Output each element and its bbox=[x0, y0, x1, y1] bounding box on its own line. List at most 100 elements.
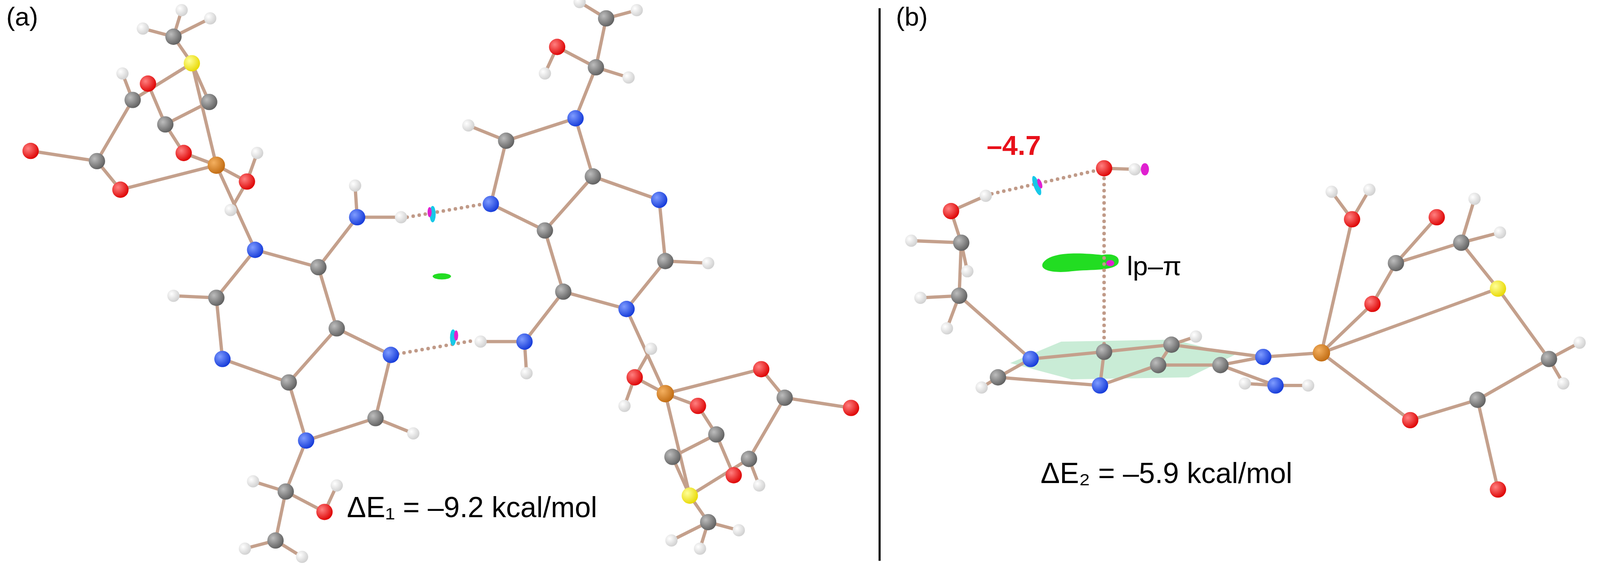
bond bbox=[1030, 352, 1105, 360]
atom bbox=[310, 259, 327, 276]
atom bbox=[644, 342, 657, 355]
atom bbox=[725, 467, 742, 484]
atom bbox=[482, 195, 499, 213]
atom bbox=[975, 381, 988, 395]
atom bbox=[740, 451, 758, 468]
energy-label: ΔE₂ = –5.9 kcal/mol bbox=[1040, 457, 1293, 491]
bond bbox=[490, 140, 506, 204]
atom bbox=[116, 67, 129, 80]
hydrogen-bond bbox=[1102, 178, 1106, 346]
atom bbox=[1325, 185, 1338, 198]
atom bbox=[701, 257, 714, 270]
atom bbox=[407, 427, 420, 440]
atom bbox=[842, 399, 860, 417]
atom bbox=[1343, 211, 1361, 228]
atom bbox=[203, 12, 217, 25]
atom bbox=[1189, 330, 1202, 343]
atom bbox=[88, 153, 106, 170]
atom bbox=[238, 173, 255, 190]
bcp-isosurface bbox=[1106, 260, 1115, 267]
bond bbox=[490, 203, 545, 231]
atom bbox=[462, 119, 475, 132]
atom bbox=[651, 191, 668, 209]
atom bbox=[656, 385, 674, 404]
bond bbox=[1158, 363, 1221, 368]
bond bbox=[1477, 399, 1498, 490]
atom bbox=[657, 252, 674, 270]
atom bbox=[1363, 183, 1376, 196]
bond bbox=[1461, 243, 1499, 289]
atom bbox=[497, 132, 515, 149]
atom bbox=[200, 93, 218, 111]
bond bbox=[1477, 359, 1549, 401]
atom bbox=[573, 0, 586, 9]
atom bbox=[1091, 377, 1109, 394]
atom bbox=[1469, 391, 1486, 408]
bcp-isosurface bbox=[427, 207, 432, 218]
atom bbox=[1095, 344, 1113, 361]
bond bbox=[191, 63, 217, 166]
atom bbox=[618, 301, 635, 318]
bond bbox=[288, 328, 337, 383]
atom bbox=[1540, 350, 1557, 368]
bond bbox=[626, 309, 665, 395]
atom bbox=[207, 156, 226, 175]
atom bbox=[961, 265, 974, 278]
atom bbox=[951, 288, 968, 305]
atom bbox=[124, 91, 141, 108]
bond bbox=[1498, 288, 1550, 360]
atom bbox=[940, 322, 953, 335]
atom bbox=[1364, 296, 1381, 313]
bond bbox=[505, 118, 576, 142]
atom bbox=[267, 532, 284, 550]
atom bbox=[952, 234, 970, 251]
atom bbox=[598, 10, 615, 27]
hydrogen-bond bbox=[398, 341, 474, 355]
atom bbox=[394, 211, 408, 224]
bond bbox=[1321, 353, 1411, 421]
atom bbox=[1095, 160, 1113, 177]
atom bbox=[1267, 377, 1284, 394]
atom bbox=[247, 475, 260, 488]
ring-plane bbox=[1010, 339, 1235, 380]
bond bbox=[689, 459, 750, 497]
bcp-isosurface bbox=[1030, 175, 1043, 197]
bond bbox=[318, 217, 358, 268]
bond bbox=[1396, 243, 1462, 264]
atom bbox=[1128, 163, 1141, 176]
bond bbox=[1099, 365, 1158, 386]
atom bbox=[1453, 234, 1470, 251]
atom bbox=[708, 426, 725, 444]
hydrogen-bond bbox=[991, 170, 1097, 194]
atom bbox=[693, 542, 706, 555]
bond bbox=[285, 440, 306, 492]
atom bbox=[175, 4, 188, 17]
atom bbox=[618, 399, 631, 413]
bond bbox=[545, 176, 594, 231]
atom bbox=[167, 289, 180, 302]
atom bbox=[382, 346, 399, 364]
bcp-isosurface bbox=[1140, 163, 1149, 176]
atom bbox=[1468, 192, 1481, 205]
atom bbox=[665, 534, 678, 547]
hydrogen-bond bbox=[407, 203, 484, 218]
bond bbox=[1321, 304, 1373, 354]
atom bbox=[584, 168, 601, 185]
atom bbox=[753, 361, 770, 378]
atom bbox=[1254, 349, 1272, 366]
atom bbox=[554, 283, 572, 301]
bcp-isosurface bbox=[1036, 178, 1044, 190]
bond bbox=[524, 292, 563, 342]
bond bbox=[132, 63, 192, 101]
bond bbox=[30, 150, 98, 162]
bond bbox=[959, 296, 1031, 360]
atom bbox=[251, 146, 264, 160]
bond bbox=[1171, 345, 1264, 358]
nci-isosurface bbox=[432, 273, 452, 280]
bond bbox=[626, 261, 665, 310]
atom bbox=[942, 203, 959, 220]
atom bbox=[904, 234, 918, 247]
atom bbox=[732, 524, 745, 537]
atom bbox=[626, 369, 643, 386]
bond bbox=[216, 165, 255, 251]
